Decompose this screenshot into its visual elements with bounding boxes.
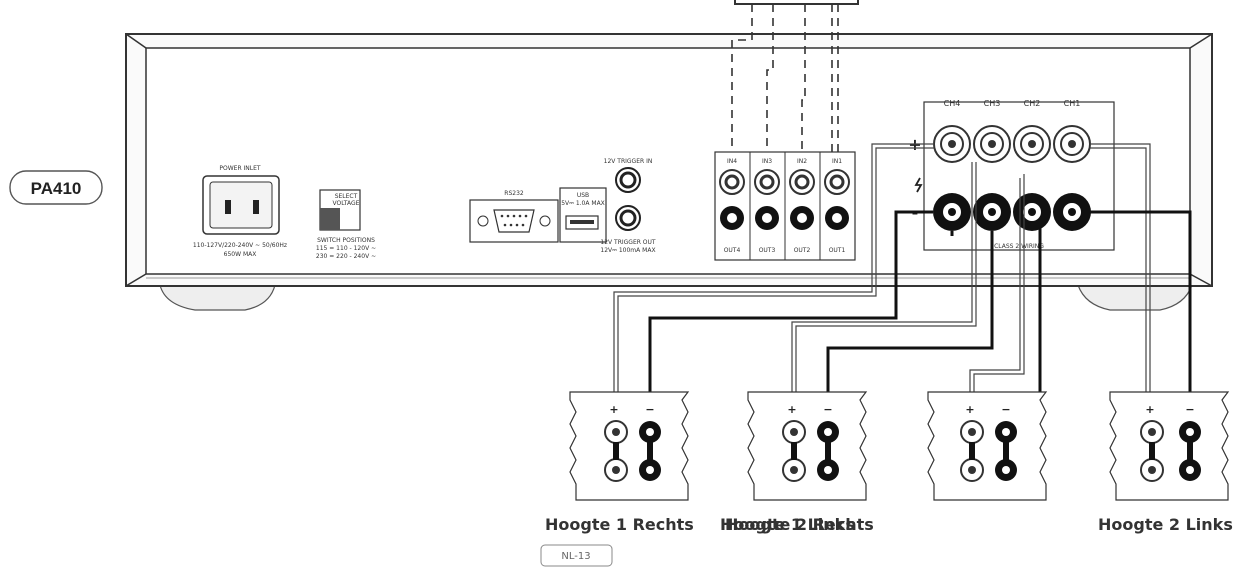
voltage-switch-title-1: SELECT	[335, 193, 358, 200]
voltage-switch-caption-1: SWITCH POSITIONS	[317, 237, 375, 244]
speaker-1-plus-sign: +	[609, 403, 618, 416]
speaker-1: + −	[569, 391, 690, 501]
speaker-minus-terminals	[933, 193, 1091, 231]
speaker-4-label: Hoogte 2 Links	[1098, 515, 1233, 534]
trigger-out-label-2: 12V⎓ 100mA MAX	[600, 247, 655, 254]
speaker-3-minus-sign: −	[1001, 403, 1010, 416]
input-signal-lines	[731, 4, 839, 152]
usb-label-2: 5V⎓ 1.0A MAX	[561, 200, 605, 207]
rca-out-label-4: OUT4	[724, 247, 741, 254]
rca-input-jacks	[719, 169, 850, 195]
class-2-wiring-label: CLASS 2 WIRING	[994, 243, 1044, 250]
rca-in-label-4: IN4	[727, 158, 737, 165]
page-number: NL-13	[561, 551, 590, 562]
speaker-2-plus-sign: +	[787, 403, 796, 416]
voltage-switch: SELECT VOLTAGE SWITCH POSITIONS 115 = 11…	[316, 189, 376, 260]
rca-block: IN4 IN3 IN2 IN1 OUT4 OUT3 OUT2 OUT1	[714, 151, 856, 261]
rca-out-label-3: OUT3	[759, 247, 776, 254]
speaker-1-minus-sign: −	[645, 403, 654, 416]
voltage-switch-title-2: VOLTAGE	[333, 200, 360, 207]
speaker-1-label: Hoogte 1 Rechts	[545, 515, 694, 534]
speaker-2: + −	[747, 391, 868, 501]
channel-label-ch1: CH1	[1064, 99, 1081, 108]
rca-output-jacks	[720, 206, 849, 230]
rca-out-label-2: OUT2	[794, 247, 811, 254]
rca-in-label-1: IN1	[832, 158, 842, 165]
trigger-jacks: 12V TRIGGER IN 12V TRIGGER OUT 12V⎓ 100m…	[600, 158, 656, 254]
page-number-badge: NL-13	[540, 544, 613, 567]
trigger-in-label: 12V TRIGGER IN	[604, 158, 653, 165]
speaker-plus-terminals	[933, 125, 1091, 163]
speaker-terminal-block: CH4 CH3 CH2 CH1 + - CLASS 2 WIRING	[908, 99, 1115, 251]
power-inlet: POWER INLET 110-127V/220-240V ~ 50/60Hz …	[193, 165, 287, 258]
input-source-box	[734, 0, 859, 5]
amplifier-chassis	[125, 33, 1213, 311]
power-inlet-spec-2: 650W MAX	[224, 251, 257, 258]
rca-in-label-3: IN3	[762, 158, 772, 165]
speaker-2-label: Hoogte 1 Links	[720, 515, 855, 534]
speaker-4: + −	[1109, 391, 1230, 501]
power-inlet-spec-1: 110-127V/220-240V ~ 50/60Hz	[193, 242, 287, 249]
voltage-switch-caption-3: 230 = 220 - 240V ~	[316, 253, 376, 260]
trigger-out-label-1: 12V TRIGGER OUT	[600, 239, 656, 246]
channel-label-ch2: CH2	[1024, 99, 1041, 108]
speaker-4-minus-sign: −	[1185, 403, 1194, 416]
power-inlet-title: POWER INLET	[219, 165, 261, 172]
model-badge: PA410	[9, 170, 103, 205]
voltage-switch-caption-2: 115 = 110 - 120V ~	[316, 245, 376, 252]
positive-speaker-cables	[613, 143, 1151, 405]
channel-label-ch4: CH4	[944, 99, 961, 108]
speaker-4-plus-sign: +	[1145, 403, 1154, 416]
rca-out-label-1: OUT1	[829, 247, 846, 254]
usb-port: USB 5V⎓ 1.0A MAX	[559, 187, 607, 243]
speaker-3: + −	[927, 391, 1048, 501]
rs232-port: RS232	[469, 190, 559, 243]
speaker-2-minus-sign: −	[823, 403, 832, 416]
rs232-label: RS232	[504, 190, 524, 197]
model-badge-label: PA410	[31, 179, 82, 198]
lightning-icon	[914, 177, 923, 193]
speaker-3-plus-sign: +	[965, 403, 974, 416]
speaker-3-label: Hoogte 2 Rechts	[725, 515, 874, 534]
rca-in-label-2: IN2	[797, 158, 807, 165]
channel-label-ch3: CH3	[984, 99, 1001, 108]
usb-label-1: USB	[577, 192, 589, 199]
